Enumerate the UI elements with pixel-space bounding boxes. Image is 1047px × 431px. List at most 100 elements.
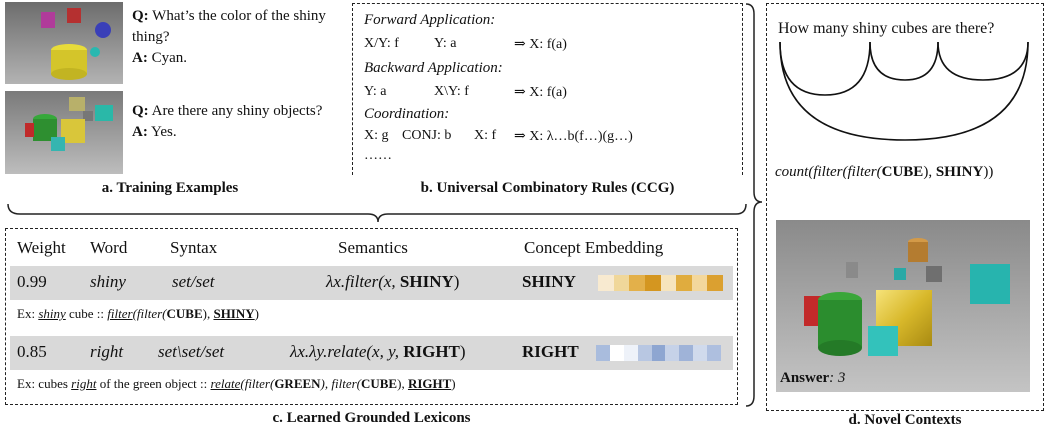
question-label: Q: (132, 8, 149, 24)
header-semantics: Semantics (338, 238, 408, 257)
training-qa-2: Q: Are there any shiny objects? A: Yes. (132, 101, 332, 143)
answer-label: A: (132, 50, 148, 66)
ex-word: shiny (38, 306, 66, 321)
embedding-cell (613, 275, 630, 291)
rule-backward-1: Y: a (364, 84, 387, 99)
embedding-cell (676, 275, 692, 291)
training-image-1 (5, 2, 123, 84)
caption-lexicon: c. Learned Grounded Lexicons (272, 410, 471, 426)
novel-program: count(filter(filter(CUBE), SHINY)) (775, 164, 993, 181)
answer-label: A: (132, 124, 148, 140)
embedding-cell (707, 275, 723, 291)
brace-right (745, 3, 763, 407)
embedding-cell (665, 345, 680, 361)
embedding-cell (660, 275, 677, 291)
concept-embedding-right (596, 345, 722, 361)
ex-bold2: CUBE (360, 376, 398, 391)
embedding-cell (598, 275, 614, 291)
embedding-cell (693, 345, 708, 361)
semantics-expr: λx.λy.relate(x, y, (290, 342, 404, 361)
program-concept-2: SHINY (935, 164, 984, 180)
ex-word: right (71, 376, 97, 391)
ex-rest: (filter( (132, 306, 167, 321)
header-weight: Weight (17, 238, 66, 257)
rule-backward-title: Backward Application: (364, 60, 503, 76)
rule-forward-3: ⇒ X: f(a) (514, 37, 567, 52)
novel-box (766, 3, 1044, 411)
rule-coord-4: ⇒ X: λ…b(f…)(g…) (514, 129, 633, 144)
embedding-cell (623, 345, 638, 361)
answer-value: : 3 (829, 370, 846, 386)
embedding-cell (596, 345, 610, 361)
caption-novel: d. Novel Contexts (848, 412, 962, 428)
brace-bottom (7, 203, 747, 223)
header-syntax: Syntax (170, 238, 218, 257)
ex-mid: of the green object :: (96, 376, 211, 391)
ex-concept: SHINY (213, 306, 255, 321)
embedding-cell (691, 275, 708, 291)
lexicon-box (5, 228, 738, 405)
ex-mid3: ), (397, 376, 408, 391)
semantics-close: ) (459, 342, 466, 361)
rule-coord-3: X: f (474, 128, 497, 143)
answer-text: Cyan. (151, 50, 187, 66)
rule-forward-title: Forward Application: (364, 12, 496, 28)
header-word: Word (90, 238, 128, 257)
question-label: Q: (132, 103, 149, 119)
rule-coord-title: Coordination: (364, 106, 450, 122)
word-value: right (90, 342, 124, 361)
rule-backward-3: ⇒ X: f(a) (514, 85, 567, 100)
answer-text: Yes. (151, 124, 177, 140)
embedding-cell (609, 345, 624, 361)
rule-coord-2: CONJ: b (402, 128, 452, 143)
ex-mid: cube :: (65, 306, 108, 321)
rule-forward-2: Y: a (434, 36, 457, 51)
ex-fn: filter (107, 306, 133, 321)
syntax-value: set/set (172, 272, 215, 291)
ex-rest: (filter( (240, 376, 275, 391)
caption-training: a. Training Examples (101, 180, 239, 196)
novel-question: How many shiny cubes are there? (778, 20, 995, 37)
concept-name: RIGHT (522, 342, 579, 361)
question-text: What’s the color of the shiny thing? (132, 8, 326, 45)
embedding-cell (651, 345, 666, 361)
rule-ellipsis: …… (364, 148, 392, 163)
syntax-value: set\set/set (158, 342, 225, 361)
weight-value: 0.99 (17, 272, 47, 291)
parse-arcs (779, 41, 1029, 141)
ex-prefix: Ex: (17, 306, 39, 321)
caption-rules: b. Universal Combinatory Rules (CCG) (420, 180, 675, 196)
concept-name: SHINY (522, 272, 576, 291)
rules-box (352, 3, 743, 175)
word-value: shiny (90, 272, 126, 291)
concept-embedding-shiny (598, 275, 723, 291)
ex-end: ) (451, 376, 456, 391)
program-sep: ), (923, 164, 936, 180)
ex-mid2: ), (202, 306, 214, 321)
ex-mid2: ), filter( (320, 376, 361, 391)
embedding-cell (644, 275, 661, 291)
semantics-expr: λx.filter(x, (326, 272, 400, 291)
semantics-value: λx.filter(x, SHINY) (326, 272, 459, 292)
training-image-2 (5, 91, 123, 174)
ex-prefix: Ex: cubes (17, 376, 72, 391)
example-right: Ex: cubes right of the green object :: r… (17, 376, 456, 392)
program-expr: count(filter(filter( (775, 164, 882, 180)
header-concept-embedding: Concept Embedding (524, 238, 664, 257)
rule-coord-1: X: g (364, 128, 389, 143)
answer-label: Answer (780, 370, 830, 386)
semantics-concept: SHINY (399, 272, 454, 291)
ex-fn: relate (210, 376, 241, 391)
program-end: )) (983, 164, 994, 180)
embedding-cell (637, 345, 652, 361)
semantics-concept: RIGHT (403, 342, 460, 361)
ex-bold: GREEN (274, 376, 321, 391)
semantics-value: λx.λy.relate(x, y, RIGHT) (290, 342, 466, 362)
example-shiny: Ex: shiny cube :: filter(filter(CUBE), S… (17, 306, 259, 322)
embedding-cell (679, 345, 694, 361)
program-concept-1: CUBE (881, 164, 924, 180)
answer-text: Answer: 3 (780, 370, 845, 387)
training-qa-1: Q: What’s the color of the shiny thing? … (132, 6, 327, 69)
semantics-close: ) (453, 272, 460, 291)
embedding-cell (629, 275, 645, 291)
